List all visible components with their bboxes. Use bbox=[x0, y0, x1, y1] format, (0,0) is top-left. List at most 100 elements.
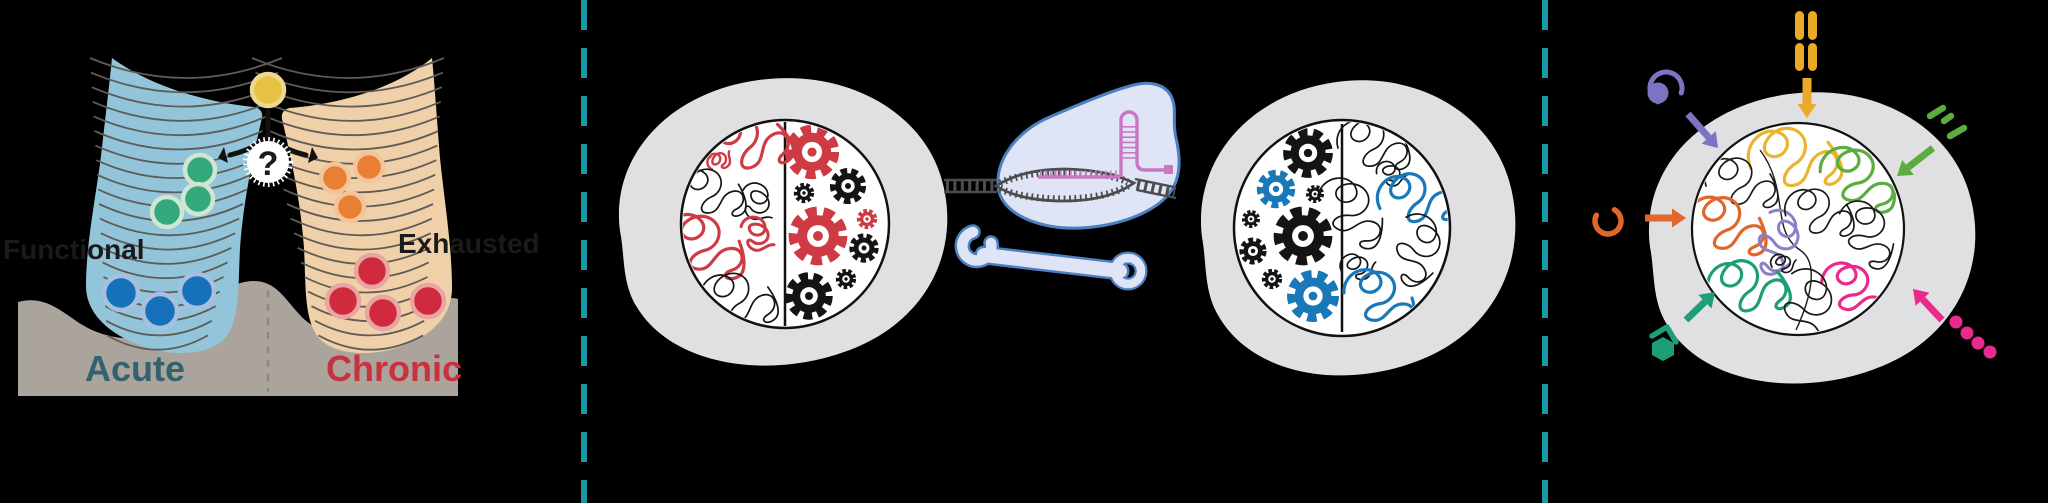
ball-intermediate bbox=[318, 161, 352, 195]
gear-icon bbox=[784, 124, 840, 180]
gear-hub bbox=[1270, 277, 1274, 281]
contour-line bbox=[251, 57, 445, 79]
gear-teeth bbox=[788, 206, 848, 266]
microbial-rods-icon bbox=[1926, 104, 1968, 140]
gear-icon bbox=[793, 182, 815, 204]
ball-exhausted bbox=[324, 282, 362, 320]
gear-icon bbox=[856, 208, 878, 230]
contour-line bbox=[101, 246, 232, 265]
panel-stimuli bbox=[1592, 11, 1997, 384]
panel-landscape: ? Functional Exhausted Acute Chronic bbox=[3, 57, 540, 396]
label-functional: Functional bbox=[3, 234, 145, 265]
ball-progenitor bbox=[180, 181, 216, 217]
arrow-head bbox=[1897, 159, 1914, 176]
gear-icon bbox=[849, 233, 879, 263]
contour-line bbox=[89, 57, 283, 79]
ball-functional bbox=[177, 271, 217, 311]
ball-exhausted bbox=[353, 252, 391, 290]
valley-chronic-fill bbox=[281, 58, 452, 354]
question-badge: ? bbox=[243, 137, 293, 187]
arrow-shaft bbox=[1905, 145, 1936, 171]
bead bbox=[1960, 326, 1974, 340]
ball-exhausted bbox=[409, 282, 447, 320]
contour-line bbox=[265, 115, 440, 137]
contour-line bbox=[105, 320, 213, 337]
contour-line bbox=[269, 130, 439, 151]
contour-line bbox=[95, 159, 256, 179]
gear-icon bbox=[829, 167, 867, 205]
gear-icon bbox=[1241, 209, 1261, 229]
gear-teeth bbox=[1287, 270, 1339, 322]
arrow-head bbox=[1672, 208, 1686, 228]
gear-hub bbox=[1313, 192, 1317, 196]
gear-hub bbox=[1250, 248, 1256, 254]
arrow-shaft bbox=[1683, 299, 1708, 323]
gear-icon bbox=[785, 272, 833, 320]
contour-line bbox=[314, 320, 425, 337]
gear-hub bbox=[861, 245, 867, 251]
gear-icon bbox=[835, 268, 857, 290]
bead bbox=[1949, 315, 1963, 329]
ball-functional bbox=[101, 273, 141, 313]
contour-line bbox=[102, 261, 228, 280]
antibody-icon bbox=[1795, 11, 1817, 71]
arrow-shaft bbox=[1920, 296, 1945, 323]
contour-line bbox=[276, 159, 437, 179]
arrow-head bbox=[1797, 104, 1817, 118]
wrench-icon bbox=[954, 224, 1148, 291]
gear-hub bbox=[844, 277, 848, 281]
contour-line bbox=[96, 173, 252, 194]
gear-teeth bbox=[829, 167, 867, 205]
gear-teeth bbox=[1283, 128, 1333, 178]
stimulus-arrow bbox=[1683, 292, 1715, 323]
bead bbox=[1971, 336, 1985, 350]
gear-hub bbox=[1298, 231, 1308, 241]
gear-teeth bbox=[1273, 206, 1333, 266]
state-balls bbox=[101, 71, 447, 332]
microbial-rod bbox=[1940, 112, 1955, 125]
gear-hub bbox=[802, 191, 806, 195]
ball-naive bbox=[249, 71, 287, 109]
stimulus-arrow bbox=[1913, 289, 1945, 323]
guide-rna-icon bbox=[1038, 110, 1173, 179]
gear-teeth bbox=[1305, 184, 1325, 204]
crispr-tool-icon bbox=[944, 81, 1181, 291]
gear-hub bbox=[844, 182, 852, 190]
gear-teeth bbox=[1261, 268, 1283, 290]
gear-icon bbox=[1261, 268, 1283, 290]
ball-progenitor bbox=[182, 152, 218, 188]
contour-line bbox=[94, 130, 263, 151]
panel-editing bbox=[618, 78, 1516, 376]
gear-hub bbox=[1303, 148, 1313, 158]
gears-after bbox=[1239, 128, 1339, 322]
contour-line bbox=[262, 100, 442, 122]
contour-line bbox=[286, 203, 434, 222]
contour-line bbox=[92, 100, 271, 122]
ball-exhausted bbox=[364, 294, 402, 332]
contour-line bbox=[100, 232, 236, 251]
contour-line bbox=[99, 217, 240, 237]
contour-line bbox=[106, 334, 209, 351]
gear-hub bbox=[1249, 217, 1253, 221]
gear-teeth bbox=[785, 272, 833, 320]
arrow-head bbox=[1701, 131, 1718, 148]
gear-teeth bbox=[1239, 237, 1267, 265]
contour-line bbox=[293, 232, 432, 251]
gears-before bbox=[784, 124, 879, 320]
gear-teeth bbox=[835, 268, 857, 290]
stimulus-arrow bbox=[1645, 208, 1686, 228]
microbial-rod bbox=[1926, 104, 1947, 120]
gear-teeth bbox=[793, 182, 815, 204]
stimulus-arrow bbox=[1897, 145, 1936, 176]
bead-chain-icon bbox=[1949, 315, 1997, 359]
cas-protein-icon bbox=[996, 81, 1181, 230]
gear-teeth bbox=[1256, 169, 1296, 209]
gear-teeth bbox=[856, 208, 878, 230]
stimulated-nucleus bbox=[1690, 121, 1906, 337]
arrow-head bbox=[1698, 292, 1715, 309]
gear-icon bbox=[788, 206, 848, 266]
ground bbox=[18, 281, 458, 396]
gear-hub bbox=[813, 231, 823, 241]
